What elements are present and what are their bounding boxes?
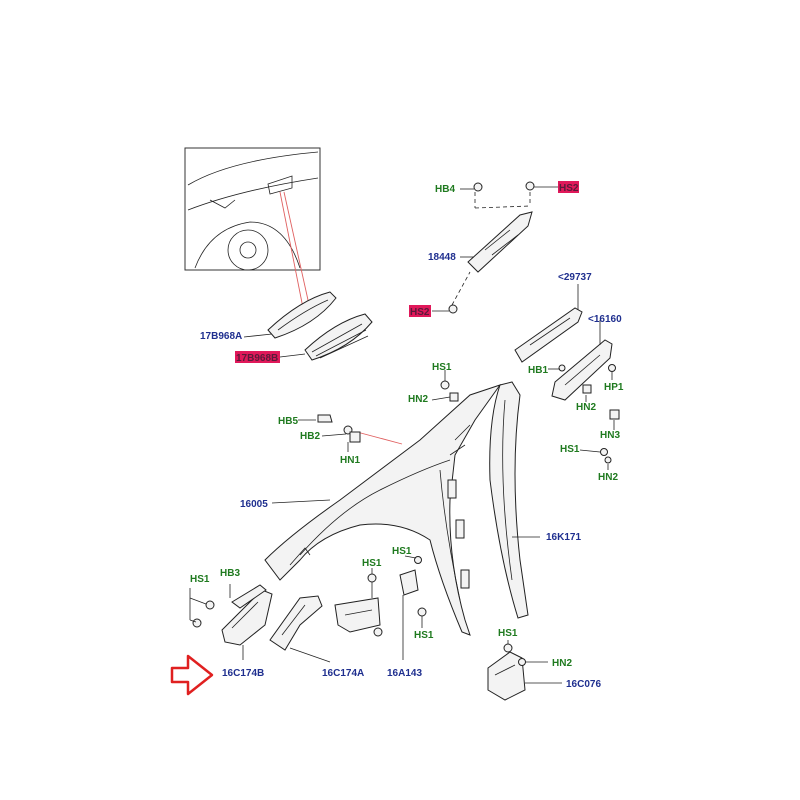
label-16c174a: 16C174A: [322, 668, 364, 679]
label-16k171: 16K171: [546, 532, 581, 543]
label-hb1: HB1: [528, 365, 548, 376]
rear-bracket: [514, 307, 583, 363]
label-16c076: 16C076: [566, 679, 601, 690]
label-16005: 16005: [240, 499, 268, 510]
label-hb3: HB3: [220, 568, 240, 579]
highlight-hs2-mid: [409, 305, 431, 317]
label-hs1-f: HS1: [414, 630, 434, 641]
label-16c174b: 16C174B: [222, 668, 264, 679]
label-hs1-b: HS1: [560, 444, 580, 455]
fender-liner: [489, 381, 529, 619]
labels: HB4 HS2 18448 <29737 HS2 <16160 17B968A …: [190, 183, 624, 690]
label-hn2-d: HN2: [552, 658, 572, 669]
center-bracket: [334, 556, 427, 660]
label-hn2-a: HN2: [408, 394, 428, 405]
label-hn3: HN3: [600, 430, 620, 441]
label-hs1-g: HS1: [498, 628, 518, 639]
label-hb4: HB4: [435, 184, 455, 195]
label-16a143: 16A143: [387, 668, 422, 679]
label-hs2-top: HS2: [559, 183, 579, 194]
side-vent-grilles: [267, 291, 373, 361]
lower-mid-bracket: [269, 595, 331, 663]
label-hs1-d: HS1: [392, 546, 412, 557]
highlight-17b968b: [235, 351, 280, 363]
label-hn2-c: HN2: [598, 472, 618, 483]
label-hs1-a: HS1: [432, 362, 452, 373]
front-fender: [264, 384, 502, 636]
red-arrow-icon: [170, 654, 214, 696]
label-hs1-e: HS1: [190, 574, 210, 585]
vehicle-inset-view: [184, 147, 321, 319]
label-hb5: HB5: [278, 416, 298, 427]
rear-lower-bracket: [487, 643, 526, 701]
splash-bracket: [551, 339, 620, 464]
label-hn2-b: HN2: [576, 402, 596, 413]
upper-bracket: [448, 181, 535, 314]
highlight-hs2-top: [558, 181, 579, 193]
label-17b968b: 17B968B: [236, 353, 278, 364]
label-hs2-mid: HS2: [410, 307, 430, 318]
label-16160: <16160: [588, 314, 622, 325]
leader-lines: [243, 186, 615, 684]
label-hs1-c: HS1: [362, 558, 382, 569]
label-hb2: HB2: [300, 431, 320, 442]
lower-front-bracket: [189, 584, 273, 660]
label-hp1: HP1: [604, 382, 624, 393]
label-17b968a: 17B968A: [200, 331, 242, 342]
label-18448: 18448: [428, 252, 456, 263]
label-29737: <29737: [558, 272, 592, 283]
label-hn1: HN1: [340, 455, 360, 466]
